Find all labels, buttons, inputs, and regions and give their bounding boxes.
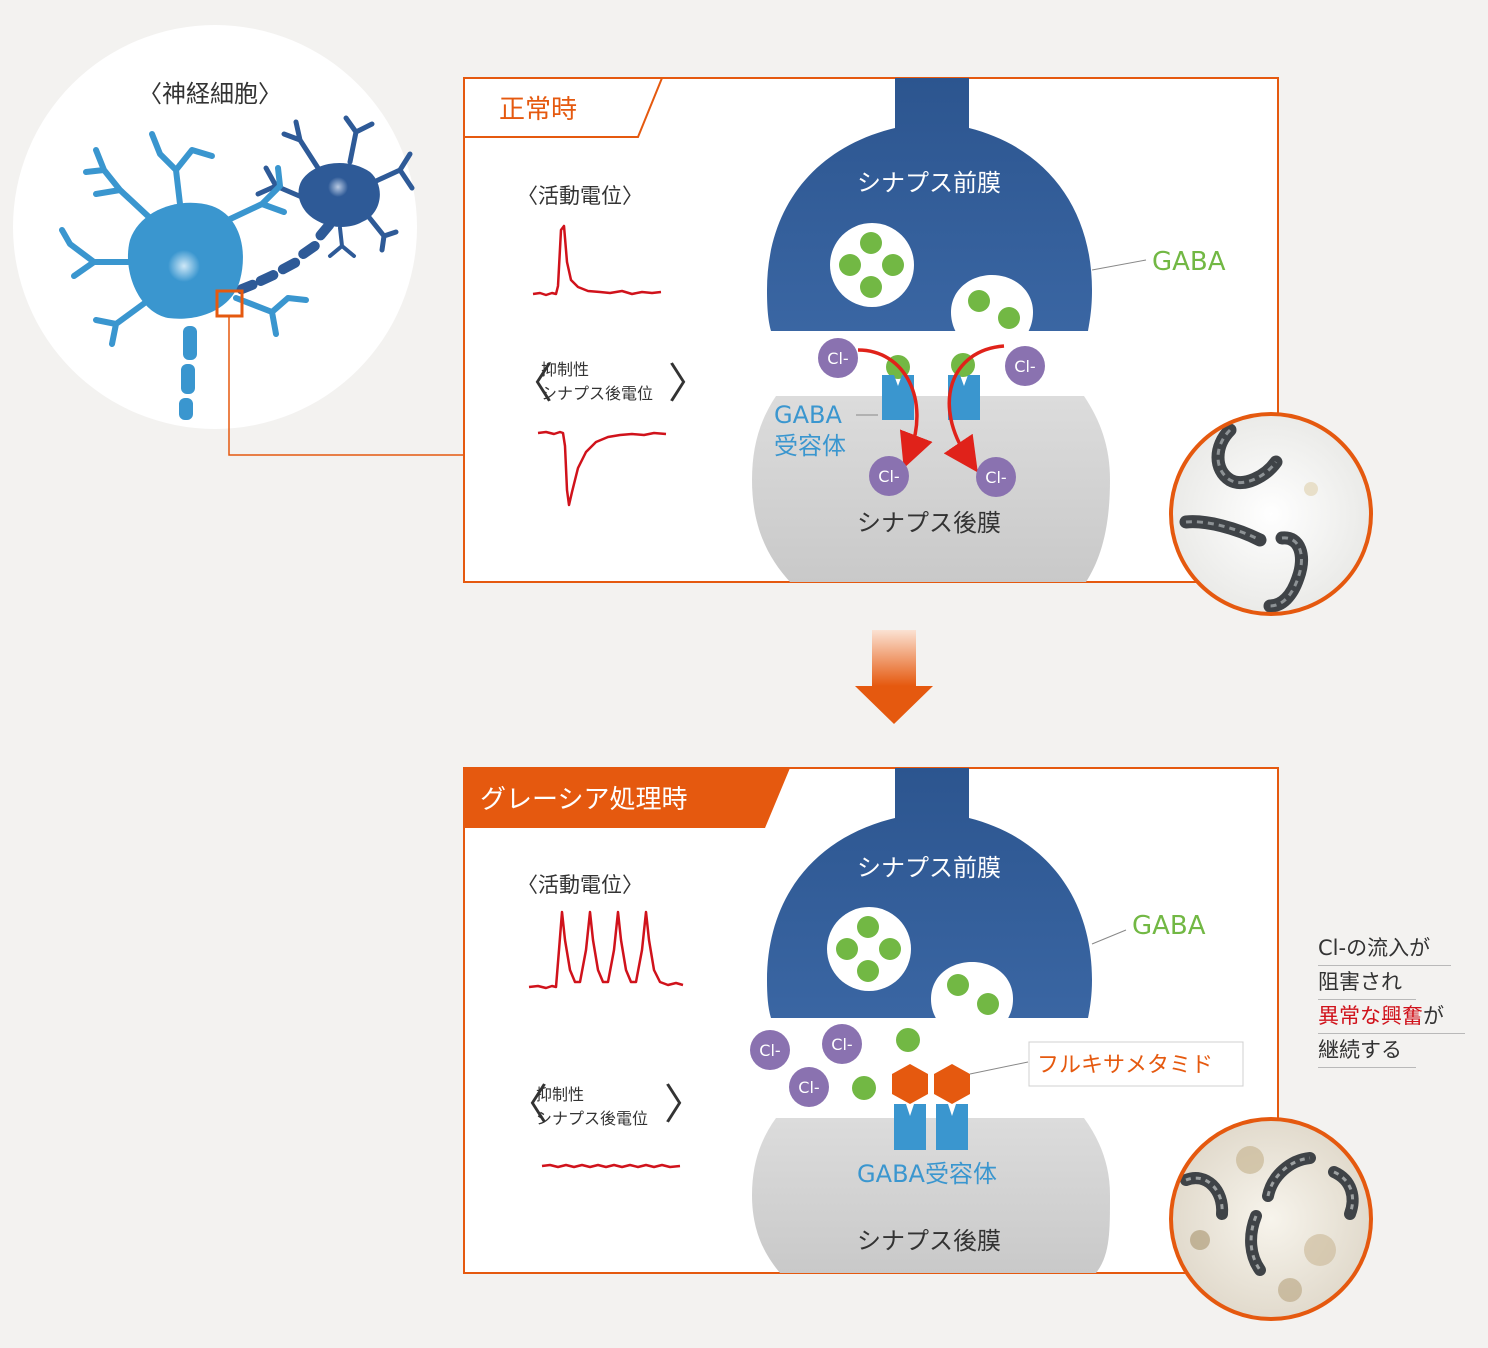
gaba-receptor <box>936 1104 968 1150</box>
bracket-left: 〈 <box>506 1080 548 1129</box>
bracket-right: 〉 <box>668 359 710 408</box>
cl-influx-arrow <box>943 344 1005 473</box>
gaba-receptor <box>894 1104 926 1150</box>
note-line-1: Cl-の流入が <box>1318 932 1478 966</box>
normal-tab-label: 正常時 <box>499 95 577 125</box>
gaba-receptor <box>882 375 914 420</box>
normal-tab <box>463 77 664 138</box>
vesicle <box>830 223 914 307</box>
treated-tab-label: グレーシア処理時 <box>480 785 687 815</box>
svg-text:Cl-: Cl- <box>878 467 899 486</box>
larvae-photo-treated <box>1169 1117 1373 1321</box>
cl-ion: Cl- <box>869 456 909 496</box>
bracket-left: 〈 <box>511 359 553 408</box>
cl-influx-arrow <box>857 348 933 469</box>
normal-action-potential-label: 〈活動電位〉 <box>517 184 643 208</box>
treated-gaba-label: GABA <box>1132 911 1206 941</box>
svg-text:Cl-: Cl- <box>759 1041 780 1060</box>
treated-receptor-label: GABA受容体 <box>857 1160 997 1188</box>
drug-callout <box>1028 1041 1244 1087</box>
normal-panel: 正常時 シナプス前膜 シナプス後膜 GABA <box>463 77 1373 616</box>
post-membrane-normal <box>752 396 1110 582</box>
treated-tab <box>464 768 790 828</box>
fluxametamide-molecule <box>892 1064 928 1104</box>
normal-ipsp-trace <box>537 430 667 507</box>
normal-pre-label: シナプス前膜 <box>857 169 1001 197</box>
connector-line <box>228 316 464 456</box>
treated-panel: グレーシア処理時 シナプス前膜 シナプス後膜 GABA Cl- <box>463 767 1373 1321</box>
cl-ion: Cl- <box>976 457 1016 497</box>
vesicle-releasing <box>931 962 1013 1022</box>
svg-text:Cl-: Cl- <box>1014 357 1035 376</box>
svg-text:Cl-: Cl- <box>831 1035 852 1054</box>
bracket-right: 〉 <box>664 1080 706 1129</box>
normal-gaba-label: GABA <box>1152 247 1226 277</box>
neuron-title: 〈神経細胞〉 <box>138 80 282 108</box>
treated-ipsp-trace <box>541 1163 681 1169</box>
cl-ion: Cl- <box>822 1024 862 1064</box>
normal-ipsp-label-1: 抑制性 <box>541 360 589 379</box>
gaba-molecule <box>896 1028 920 1052</box>
normal-receptor-label-2: 受容体 <box>774 432 846 460</box>
neuron-illustration <box>59 115 415 420</box>
treated-action-potential-label: 〈活動電位〉 <box>517 873 643 897</box>
vesicle-releasing <box>951 275 1033 342</box>
gaba-receptor <box>948 375 980 420</box>
drug-label: フルキサメタミド <box>1037 1053 1213 1078</box>
neuron-panel: 〈神経細胞〉 <box>13 25 417 429</box>
vesicle <box>827 907 911 991</box>
svg-text:Cl-: Cl- <box>985 468 1006 487</box>
down-arrow-icon <box>855 630 933 724</box>
treated-ipsp-label-2: シナプス後電位 <box>536 1109 648 1128</box>
gaba-molecule <box>852 1076 876 1100</box>
cl-ion: Cl- <box>1005 346 1045 386</box>
fluxametamide-molecule <box>934 1064 970 1104</box>
cl-ion: Cl- <box>750 1030 790 1070</box>
larvae-photo-normal <box>1169 412 1373 616</box>
effect-note: Cl-の流入が 阻害され 異常な興奮が 継続する <box>1318 932 1478 1068</box>
note-line-2: 阻害され <box>1318 966 1478 1000</box>
normal-action-potential-trace <box>532 224 662 297</box>
note-line-4: 継続する <box>1318 1034 1478 1068</box>
treated-action-potential-trace <box>528 910 684 990</box>
treated-post-label: シナプス後膜 <box>857 1227 1001 1255</box>
normal-post-label: シナプス後膜 <box>857 509 1001 537</box>
svg-text:Cl-: Cl- <box>827 349 848 368</box>
normal-ipsp-label-2: シナプス後電位 <box>541 384 653 403</box>
svg-text:Cl-: Cl- <box>798 1078 819 1097</box>
post-membrane-treated <box>752 1118 1110 1273</box>
note-line-3: 異常な興奮が <box>1318 1000 1478 1034</box>
normal-receptor-label-1: GABA <box>774 401 842 429</box>
treated-ipsp-label-1: 抑制性 <box>536 1085 584 1104</box>
cl-ion: Cl- <box>789 1067 829 1107</box>
cl-ion: Cl- <box>818 338 858 378</box>
treated-pre-label: シナプス前膜 <box>857 854 1001 882</box>
